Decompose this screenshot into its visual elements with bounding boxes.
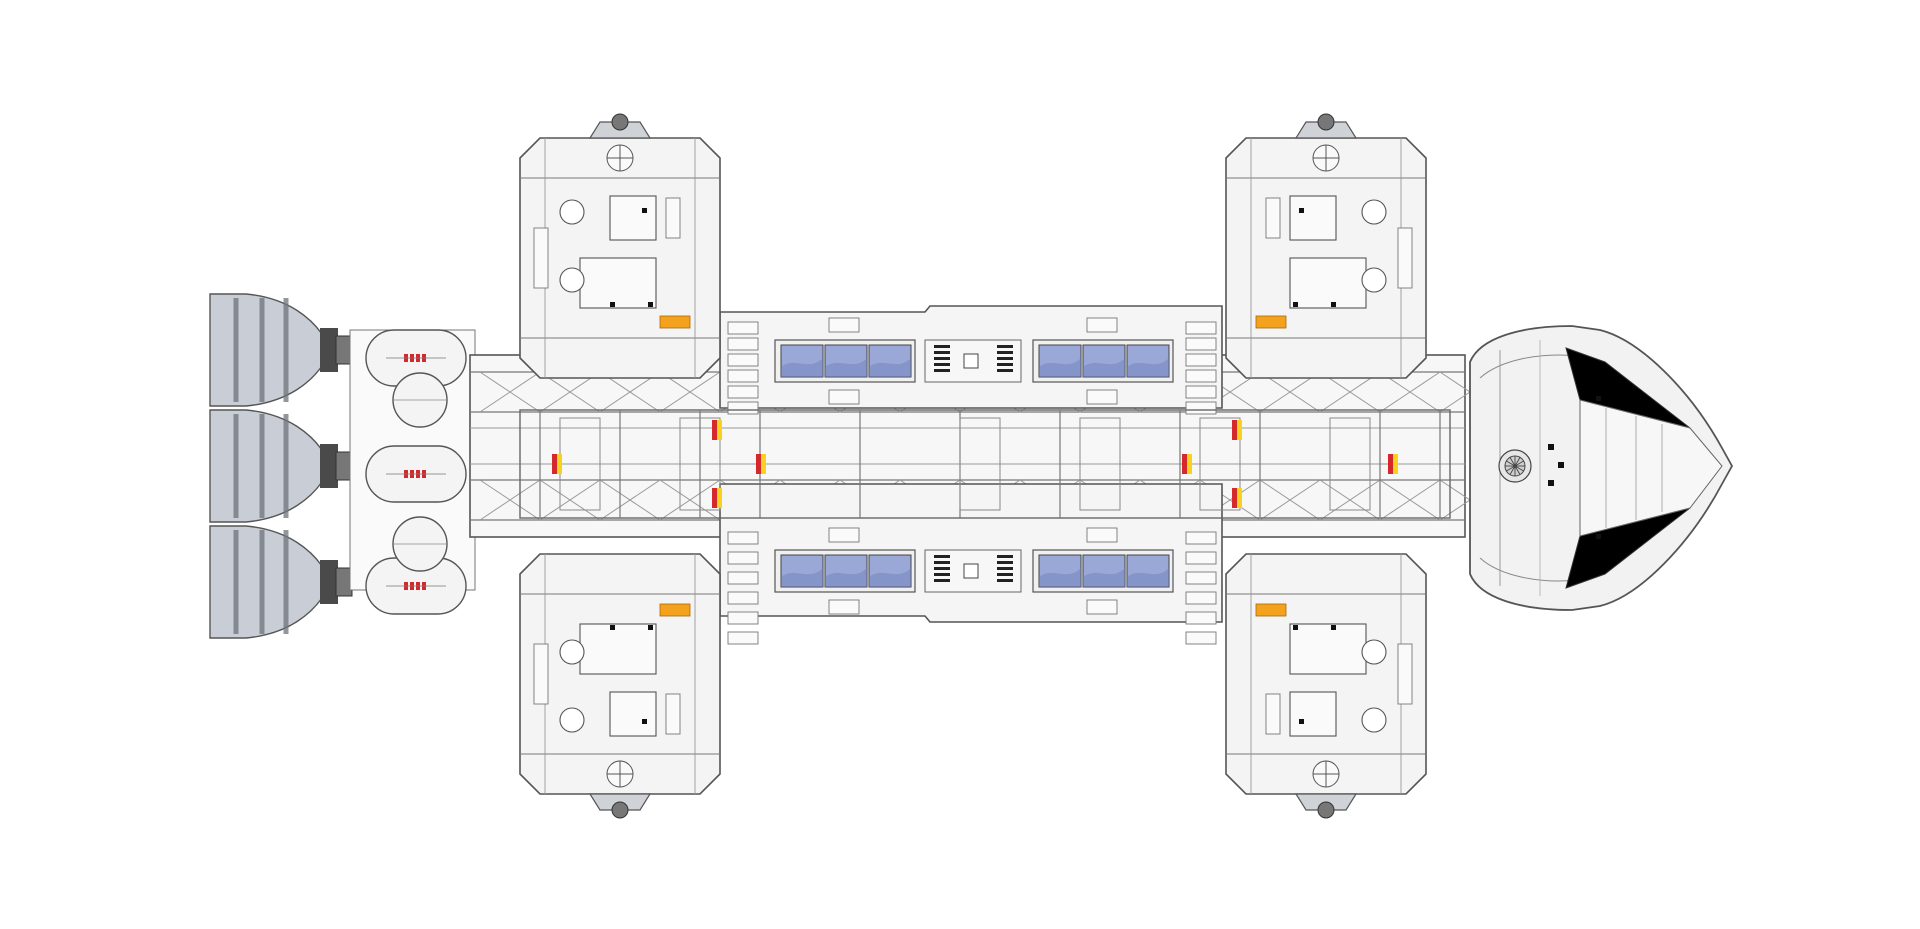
- landing-pod-icon: [519, 113, 1427, 819]
- rocket-nozzle-icon: [209, 293, 353, 639]
- command-module-icon: [1469, 325, 1734, 611]
- engine-nozzle-3: [209, 525, 353, 639]
- passenger-window: [868, 554, 912, 588]
- passenger-window: [824, 554, 868, 588]
- landing-pod-3: [519, 553, 721, 819]
- passenger-window: [1082, 344, 1126, 378]
- landing-pod-4: [1225, 553, 1427, 819]
- center-truss-cage: [519, 409, 1451, 519]
- passenger-window: [1038, 344, 1082, 378]
- passenger-window: [1082, 554, 1126, 588]
- landing-pod-1: [519, 113, 721, 379]
- passenger-window: [1126, 554, 1170, 588]
- passenger-window: [868, 344, 912, 378]
- passenger-window: [824, 344, 868, 378]
- fuel-tank-2: [365, 445, 467, 503]
- landing-pod-2: [1225, 113, 1427, 379]
- fuel-tank-icon: [349, 329, 476, 615]
- passenger-window: [780, 554, 824, 588]
- passenger-window: [780, 344, 824, 378]
- passenger-window: [1038, 554, 1082, 588]
- passenger-window: [1126, 344, 1170, 378]
